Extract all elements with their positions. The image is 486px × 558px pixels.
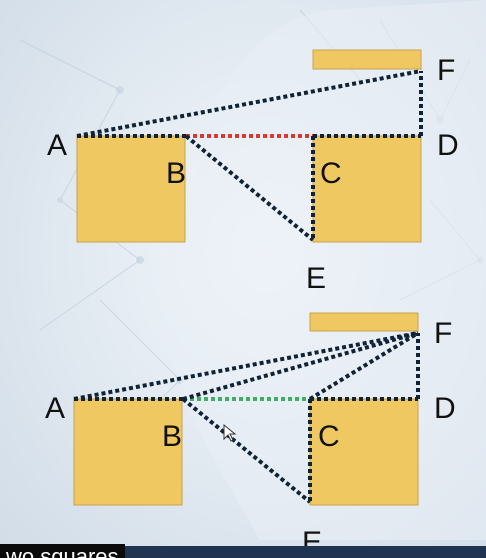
fig2-square-left — [73, 398, 183, 506]
fig1-label-f: F — [437, 54, 455, 87]
fig2-label-a: A — [45, 392, 65, 425]
fig1-label-e: E — [306, 262, 326, 295]
fig2-edge-bf — [182, 331, 419, 401]
fig2-label-f: F — [434, 317, 452, 350]
fig2-label-c: C — [318, 420, 340, 453]
fig1-square-left — [76, 135, 186, 243]
fig1-label-b: B — [166, 157, 186, 190]
fig1-label-d: D — [437, 129, 459, 162]
fig2-top-bar — [309, 312, 419, 332]
fig2-edge-cf — [308, 331, 420, 401]
fig2-label-b: B — [162, 420, 182, 453]
mouse-cursor-icon — [223, 423, 237, 442]
fig2-square-right — [309, 398, 419, 506]
fig1-label-c: C — [320, 157, 342, 190]
fig1-top-bar — [312, 49, 422, 70]
fig1-label-a: A — [47, 129, 67, 162]
caption-text: wo squares — [0, 544, 125, 558]
fig1-edge-be — [184, 134, 315, 242]
fig1-edge-af — [76, 69, 422, 138]
fig2-edge-af — [73, 331, 419, 401]
fig2-label-d: D — [434, 392, 456, 425]
fig1-square-right — [312, 135, 422, 243]
fig2-edge-be — [181, 397, 312, 504]
